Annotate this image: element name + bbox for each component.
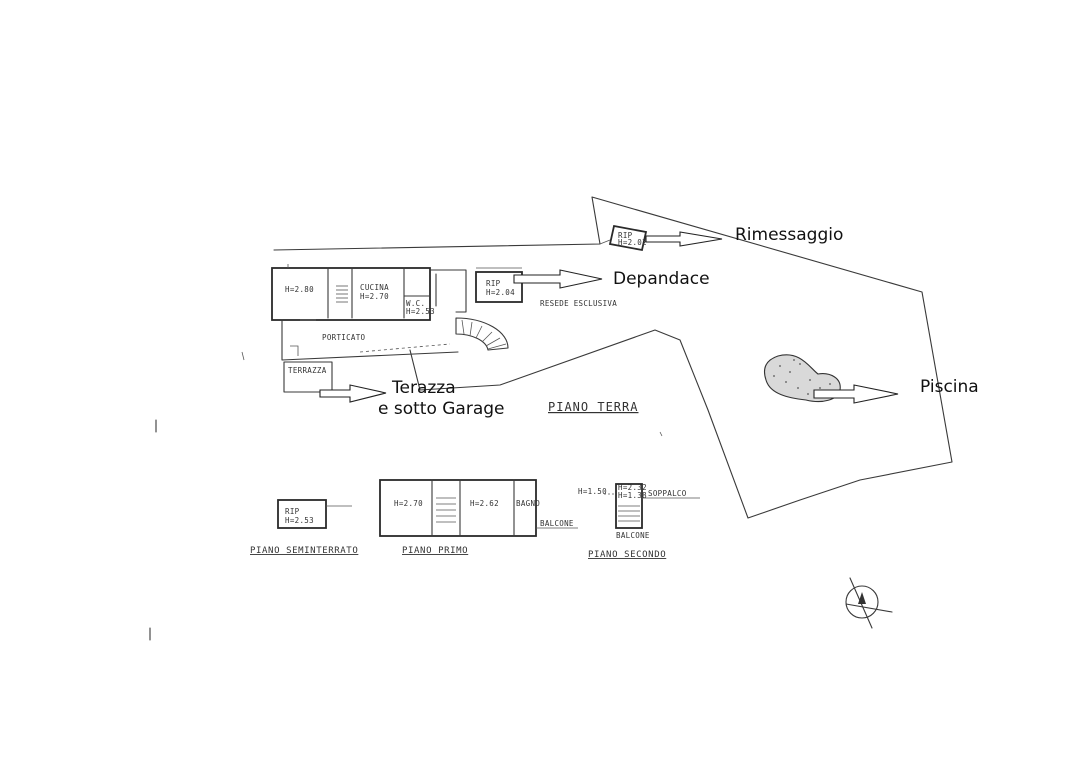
label-primo-h262: H=2.62 xyxy=(470,499,499,508)
label-wc: W.C. xyxy=(406,299,425,308)
label-cucina-h: H=2.70 xyxy=(360,292,389,301)
callout-piscina: Piscina xyxy=(920,377,979,397)
label-wc-h: H=2.53 xyxy=(406,307,435,316)
main-house-ground-floor xyxy=(271,264,467,393)
label-rimessaggio-h: H=2.02 xyxy=(618,238,647,247)
scan-marks xyxy=(149,351,663,641)
plan-first-floor xyxy=(379,479,578,537)
label-secondo-balcone: BALCONE xyxy=(616,531,650,540)
callout-depandace: Depandace xyxy=(613,269,710,289)
spiral-staircase xyxy=(455,317,509,351)
stair-hatch-second xyxy=(618,505,640,522)
label-primo-balcone: BALCONE xyxy=(540,519,574,528)
label-primo-bagno: BAGNO xyxy=(516,499,540,508)
label-rip-seminterrato: RIP xyxy=(285,507,300,516)
plan-basement xyxy=(277,499,352,529)
label-rip-dependance: RIP xyxy=(486,279,501,288)
callout-rimessaggio: Rimessaggio xyxy=(735,225,843,245)
label-resede: RESEDE ESCLUSIVA xyxy=(540,299,617,308)
outline-arrow-icon xyxy=(319,384,387,403)
label-room-h280: H=2.80 xyxy=(285,285,314,294)
callout-sotto-garage: e sotto Garage xyxy=(378,399,505,419)
label-soppalco: SOPPALCO xyxy=(648,489,687,498)
label-primo-h270: H=2.70 xyxy=(394,499,423,508)
outline-arrow-icon xyxy=(513,269,603,289)
outline-arrow-icon xyxy=(645,231,723,247)
title-piano-primo: PIANO PRIMO xyxy=(402,546,468,556)
stair-hatch-first xyxy=(436,497,456,523)
property-boundary xyxy=(273,196,953,519)
title-piano-secondo: PIANO SECONDO xyxy=(588,550,666,560)
rimessaggio-building xyxy=(608,224,648,252)
label-secondo-h138: H=1.38 xyxy=(618,491,647,500)
label-rip-dependance-h: H=2.04 xyxy=(486,288,515,297)
title-piano-seminterrato: PIANO SEMINTERRATO xyxy=(250,546,358,556)
stair-hatch xyxy=(336,285,348,303)
plan-second-floor xyxy=(604,483,700,529)
dependance-building xyxy=(475,267,523,303)
label-rimessaggio-rip: RIP xyxy=(618,231,633,240)
north-arrow-icon xyxy=(845,577,893,629)
label-terrazza: TERRAZZA xyxy=(288,366,327,375)
label-secondo-h150: H=1.50 xyxy=(578,487,607,496)
label-rip-seminterrato-h: H=2.53 xyxy=(285,516,314,525)
callout-terazza: Terazza xyxy=(391,378,456,398)
label-secondo-h232: H=2.32 xyxy=(618,483,647,492)
label-cucina: CUCINA xyxy=(360,283,389,292)
label-porticato: PORTICATO xyxy=(322,333,366,342)
title-piano-terra: PIANO TERRA xyxy=(548,400,638,414)
outline-arrow-icon xyxy=(813,384,899,404)
